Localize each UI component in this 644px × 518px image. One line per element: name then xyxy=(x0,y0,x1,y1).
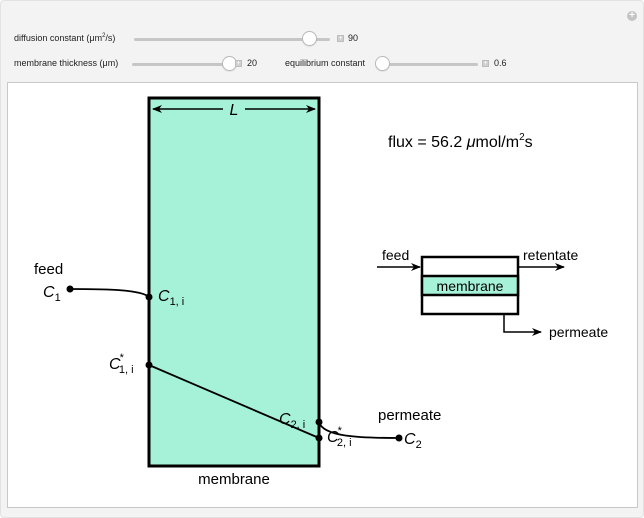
membrane-thickness-value: 20 xyxy=(247,58,258,68)
c2i-star-point xyxy=(315,434,323,442)
membrane-thickness-slider[interactable] xyxy=(132,63,230,66)
feed-boundary-profile xyxy=(69,288,150,298)
diffusion-constant-slider-thumb[interactable] xyxy=(302,31,318,46)
membrane-rect xyxy=(147,96,321,468)
diffusion-constant-expand-icon[interactable]: + xyxy=(337,35,344,42)
c1-label: C1 xyxy=(43,284,61,304)
c1i-label: C1, i xyxy=(158,288,184,308)
schematic-permeate-arrow xyxy=(503,314,542,336)
membrane-concentration-profile xyxy=(148,364,320,439)
permeate-label: permeate xyxy=(378,407,441,424)
equilibrium-constant-slider-thumb[interactable] xyxy=(375,56,391,71)
membrane-module-schematic: membrane feed retentate permeate xyxy=(377,247,608,340)
c1i-point xyxy=(145,293,153,301)
equilibrium-constant-slider[interactable] xyxy=(377,63,478,66)
c1i-star-label: C*1, i xyxy=(109,352,134,376)
diffusion-constant-label: diffusion constant (μm2/s) xyxy=(14,33,116,43)
feed-label: feed xyxy=(34,261,63,278)
diffusion-constant-slider[interactable] xyxy=(134,38,330,41)
schematic-permeate-label: permeate xyxy=(549,324,608,340)
flux-readout: flux = 56.2 μmol/m2s xyxy=(388,132,533,151)
membrane-diagram: L membrane flux = 56.2 μmol/m2s feed C1 … xyxy=(34,96,608,488)
length-label: L xyxy=(230,102,239,119)
membrane-thickness-expand-icon[interactable]: + xyxy=(235,60,242,67)
c2i-label: C2, i xyxy=(279,411,305,431)
schematic-retentate-label: retentate xyxy=(523,247,578,263)
diagram-canvas: L membrane flux = 56.2 μmol/m2s feed C1 … xyxy=(7,82,638,508)
c1-point xyxy=(66,285,74,293)
diffusion-constant-value: 90 xyxy=(348,33,359,43)
c2-point xyxy=(395,434,403,442)
membrane-thickness-label: membrane thickness (μm) xyxy=(14,58,119,68)
expand-options-icon[interactable]: + xyxy=(627,11,637,21)
schematic-membrane-layer xyxy=(420,274,520,297)
schematic-membrane-label: membrane xyxy=(437,278,504,294)
equilibrium-constant-value: 0.6 xyxy=(494,58,507,68)
c2-label: C2 xyxy=(404,431,422,451)
membrane-label: membrane xyxy=(198,471,270,488)
schematic-feed-label: feed xyxy=(382,247,409,263)
equilibrium-constant-expand-icon[interactable]: + xyxy=(482,60,489,67)
equilibrium-constant-label: equilibrium constant xyxy=(285,58,366,68)
c2i-star-label: C*2, i xyxy=(327,425,352,449)
permeate-boundary-profile xyxy=(318,421,400,439)
